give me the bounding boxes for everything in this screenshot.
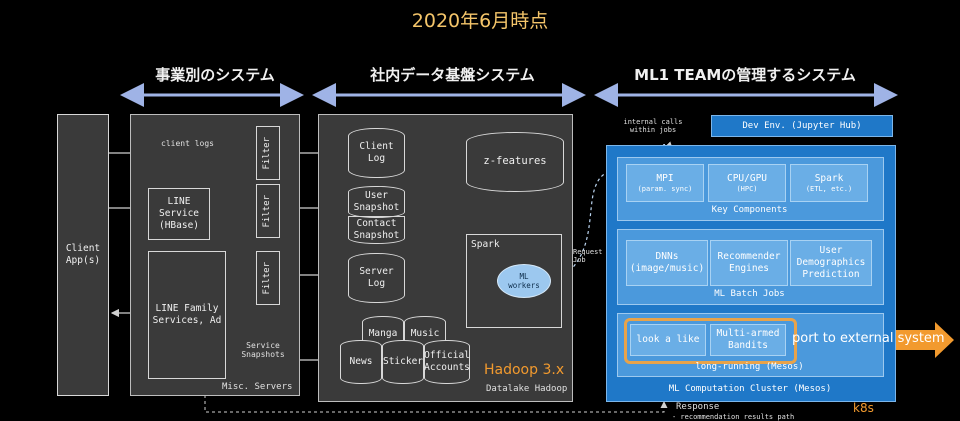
- header-business-systems: 事業別のシステム: [155, 66, 275, 84]
- user-snapshot-store: User Snapshot: [348, 186, 405, 218]
- look-a-like-box: look a like: [630, 324, 706, 356]
- response-detail: - recommendation results path: [672, 413, 795, 421]
- header-data-platform: 社内データ基盤システム: [370, 66, 535, 84]
- misc-servers-footer: Misc. Servers: [222, 382, 293, 392]
- dnns-box: DNNs (image/music): [626, 240, 708, 286]
- cpu-gpu-box: CPU/GPU(HPC): [708, 164, 786, 202]
- filter-box-2: Filter: [256, 184, 280, 238]
- misc-servers-pane: [130, 114, 300, 396]
- spark-box: Spark: [466, 234, 562, 328]
- response-label: Response: [676, 402, 720, 412]
- line-service-box: LINE Service (HBase): [148, 188, 210, 240]
- spark-etl-box: Spark(ETL, etc.): [790, 164, 868, 202]
- filter-box-3: Filter: [256, 251, 280, 305]
- line-family-box: LINE Family Services, Ad: [148, 251, 226, 379]
- contact-snapshot-store: Contact Snapshot: [348, 216, 405, 244]
- ml-workers-node: ML workers: [497, 264, 551, 298]
- official-accounts-store: Official Accounts: [424, 340, 470, 384]
- z-features-store: z-features: [466, 132, 564, 192]
- dev-env-box: Dev Env. (Jupyter Hub): [711, 115, 893, 137]
- datalake-footer: Datalake Hadoop: [486, 384, 568, 394]
- filter-box-1: Filter: [256, 126, 280, 180]
- k8s-annotation: k8s: [853, 401, 874, 415]
- client-apps-box: Client App(s): [57, 114, 109, 396]
- mpi-box: MPI(param. sync): [626, 164, 704, 202]
- server-log-store: Server Log: [348, 253, 405, 303]
- long-running-label: long-running (Mesos): [695, 362, 804, 372]
- news-store: News: [340, 340, 382, 384]
- page-title: 2020年6月時点: [411, 10, 549, 32]
- header-ml-team: ML1 TEAMの管理するシステム: [634, 66, 856, 84]
- recommender-engines-box: Recommender Engines: [710, 240, 788, 286]
- sticker-store: Sticker: [382, 340, 424, 384]
- request-job-label: Request Job: [573, 248, 603, 265]
- internal-calls-label: internal calls within jobs: [623, 118, 683, 135]
- service-snapshots-label: Service Snapshots: [241, 341, 285, 360]
- ml-cluster-label: ML Computation Cluster (Mesos): [668, 384, 832, 394]
- client-logs-label: client logs: [161, 139, 214, 148]
- ml-batch-jobs-label: ML Batch Jobs: [714, 289, 785, 299]
- user-demographics-box: User Demographics Prediction: [790, 240, 872, 286]
- key-components-label: Key Components: [711, 205, 788, 215]
- port-external-label: port to external system: [792, 331, 945, 346]
- client-log-store: Client Log: [348, 128, 405, 178]
- hadoop3-annotation: Hadoop 3.x: [484, 362, 565, 378]
- multi-armed-bandits-box: Multi-armed Bandits: [710, 324, 786, 356]
- highlight-outline: [624, 318, 797, 364]
